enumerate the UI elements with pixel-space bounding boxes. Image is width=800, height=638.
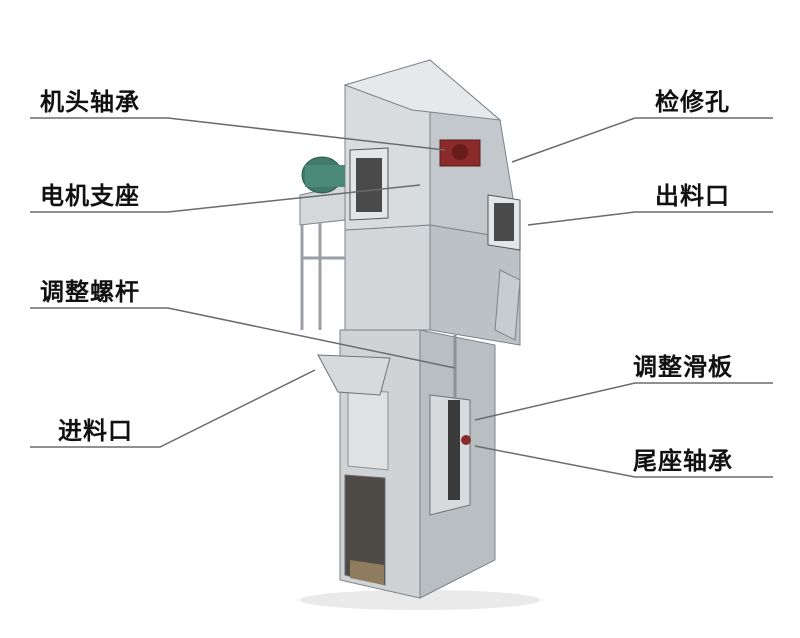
leader-inspection-hole: [511, 117, 773, 163]
discharge-opening: [494, 203, 514, 241]
inspection-hole-opening: [356, 158, 382, 212]
label-feed-inlet: 进料口: [58, 417, 133, 445]
motor-body: [305, 165, 345, 187]
leader-feed-inlet: [30, 369, 316, 448]
upper-casing-front: [344, 224, 431, 331]
label-adjust-screw: 调整螺杆: [40, 278, 140, 306]
label-head-bearing: 机头轴承: [40, 88, 140, 116]
label-adjust-slide: 调整滑板: [633, 353, 733, 381]
ground-shadow: [300, 590, 540, 610]
leader-adjust-slide: [474, 382, 773, 421]
label-discharge-outlet: 出料口: [655, 182, 730, 210]
leader-motor-base: [30, 184, 421, 213]
tail-bearing-marker: [461, 435, 471, 445]
head-hood-top: [343, 59, 502, 121]
head-bearing-hub: [452, 144, 468, 160]
leader-head-bearing: [30, 117, 446, 151]
feed-inlet-hopper: [317, 354, 391, 396]
label-inspection-hole: 检修孔: [655, 88, 730, 116]
leader-discharge-outlet: [527, 211, 773, 226]
label-tail-bearing: 尾座轴承: [633, 447, 733, 475]
tail-slot: [448, 400, 460, 500]
leader-adjust-screw: [30, 307, 456, 369]
leader-lines: [30, 117, 773, 478]
label-motor-base: 电机支座: [40, 182, 140, 210]
bottom-opening: [344, 474, 386, 586]
leader-tail-bearing: [474, 445, 773, 478]
side-access-panel: [347, 389, 389, 471]
bottom-debris: [350, 560, 384, 585]
discharge-chute: [494, 269, 521, 341]
